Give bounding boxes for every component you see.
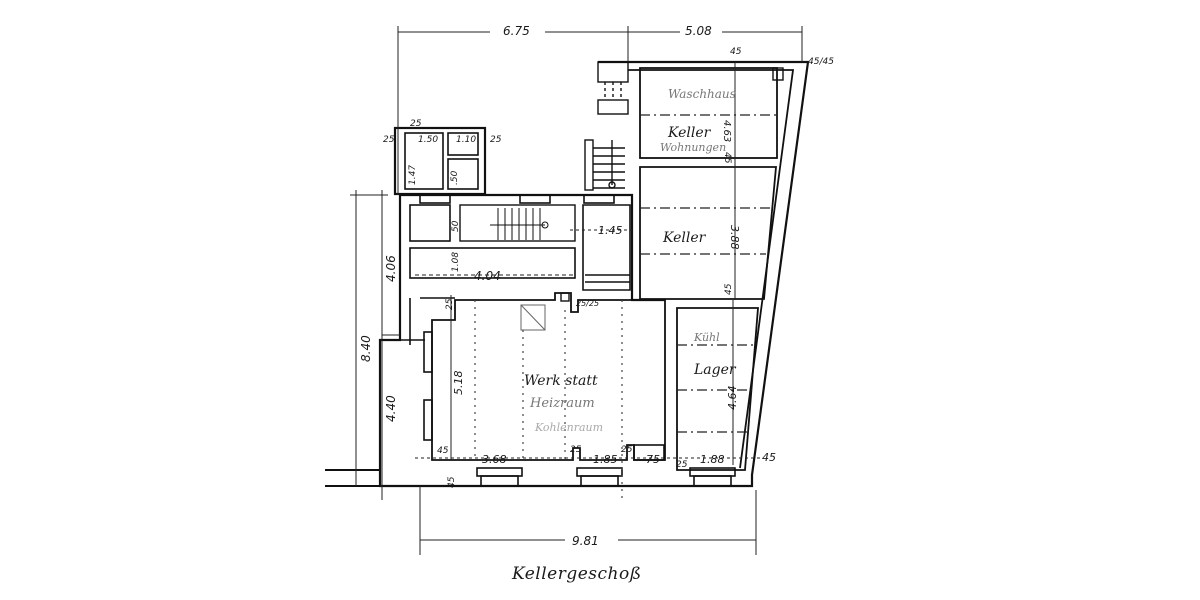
small-block: [393, 126, 487, 196]
dim-small-room1: 1.50: [418, 135, 439, 145]
dim-corridor-width: 4.04: [474, 269, 501, 283]
room-werkstatt-note1: Heizraum: [530, 396, 595, 411]
dim-small-room2: 1.10: [456, 135, 477, 145]
room-keller-upper: [639, 67, 778, 159]
dim-werkstatt-wall-top: 25: [445, 298, 455, 310]
room-lager: [676, 307, 759, 471]
dim-werkstatt-height: 5.18: [452, 370, 465, 396]
dim-stair-room: 1.45: [598, 224, 623, 237]
dim-left-lower: 4.40: [384, 395, 398, 422]
room-keller-middle-label: Keller: [663, 230, 706, 246]
inner-wall-right: [628, 69, 795, 469]
dim-top-wall: 45: [730, 47, 742, 57]
dim-bottom-overall: 9.81: [572, 534, 599, 548]
dim-keller-middle-height: 3.88: [728, 225, 741, 250]
dim-bottom-wall-thick: 45: [447, 476, 457, 488]
dim-bottom-p3: 25: [676, 460, 688, 470]
dim-bottom-w1: 3.68: [482, 453, 507, 466]
dim-corridor-height: 1.08: [451, 251, 461, 272]
dim-keller-upper-height: 4.63: [721, 120, 732, 143]
dim-corridor-height2: 50: [451, 220, 461, 232]
outer-wall-right: [420, 60, 810, 488]
room-keller-upper-note2: Wohnungen: [660, 141, 727, 154]
room-werkstatt-label: Werk statt: [524, 373, 598, 389]
dim-small-left: 25: [383, 135, 395, 145]
dim-small-top: 25: [410, 119, 422, 129]
room-lager-note: Kühl: [694, 331, 720, 344]
drawing-title: Kellergeschoß: [512, 564, 642, 584]
dim-bottom-p1: 25: [570, 445, 582, 455]
dim-bottom-w4: 1.88: [700, 453, 725, 466]
room-werkstatt-note2: Kohlenraum: [535, 421, 604, 434]
dim-bottom-w2: 1.85: [593, 453, 618, 466]
dim-keller-middle-wall: 45: [724, 283, 734, 295]
dim-left-overall: 8.40: [359, 335, 373, 362]
dim-bottom-right-wall: 45: [762, 451, 776, 464]
dim-small-height2: .50: [450, 170, 460, 185]
dim-small-right: 25: [490, 135, 502, 145]
dim-top-right: 5.08: [685, 24, 712, 38]
dim-bottom-wall-left: 45: [437, 446, 449, 456]
dim-small-height1: 1.47: [408, 164, 418, 185]
dim-top-corner: 45/45: [808, 57, 834, 67]
room-keller-upper-label: Keller: [668, 125, 711, 141]
dim-bottom-w3: 75: [646, 453, 660, 466]
dim-lager-height: 4.64: [726, 385, 739, 411]
dim-bottom-p2: 25: [621, 445, 633, 455]
dim-top-left: 6.75: [503, 24, 530, 38]
dim-pillar: 25/25: [576, 299, 600, 308]
room-keller-middle: [639, 166, 777, 300]
wall-central-block: [400, 193, 665, 302]
room-lager-label: Lager: [694, 362, 736, 378]
room-keller-upper-note1: Waschhaus: [668, 87, 736, 101]
dim-left-upper: 4.06: [384, 255, 398, 282]
